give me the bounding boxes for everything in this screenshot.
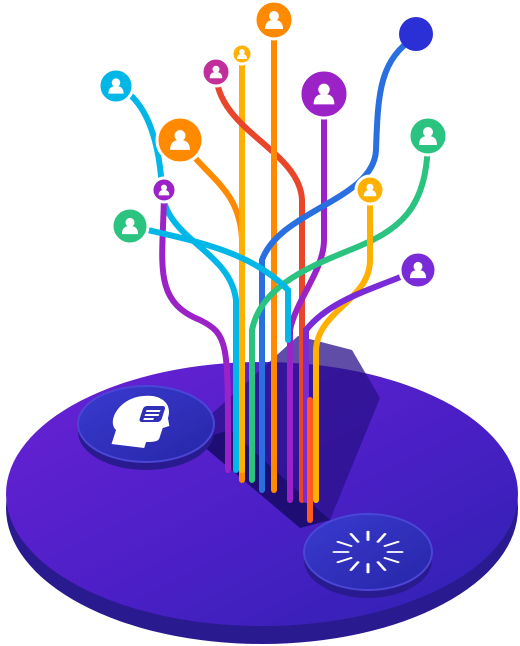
- user-node-purple-small: [150, 176, 178, 204]
- loading-spinner-icon: [332, 530, 404, 574]
- loader-hub: [303, 513, 433, 598]
- mind-hub: [77, 385, 215, 470]
- head-with-speech-icon: [111, 395, 170, 448]
- user-node-purple-large: [298, 68, 350, 120]
- user-node-cyan: [97, 67, 135, 105]
- user-node-purple-right: [398, 250, 438, 290]
- branch-green-right: [249, 133, 431, 483]
- branch-magenta: [213, 69, 305, 503]
- user-node-magenta-small: [200, 56, 232, 88]
- user-node-orange-top: [253, 0, 295, 41]
- user-node-yellow-right: [354, 174, 386, 206]
- branch-blue: [259, 33, 419, 493]
- nodes: [97, 0, 449, 290]
- user-node-orange-large: [155, 115, 205, 165]
- user-node-green-left: [110, 206, 150, 246]
- user-node-green-right: [407, 115, 449, 157]
- branch-yellow-right: [313, 187, 373, 503]
- branch-purple-small: [159, 185, 232, 473]
- user-node-yellow-small: [230, 42, 254, 66]
- blue-dot-node: [399, 17, 433, 51]
- branch-purple-large: [287, 89, 327, 503]
- branch-cyan-left: [127, 223, 291, 343]
